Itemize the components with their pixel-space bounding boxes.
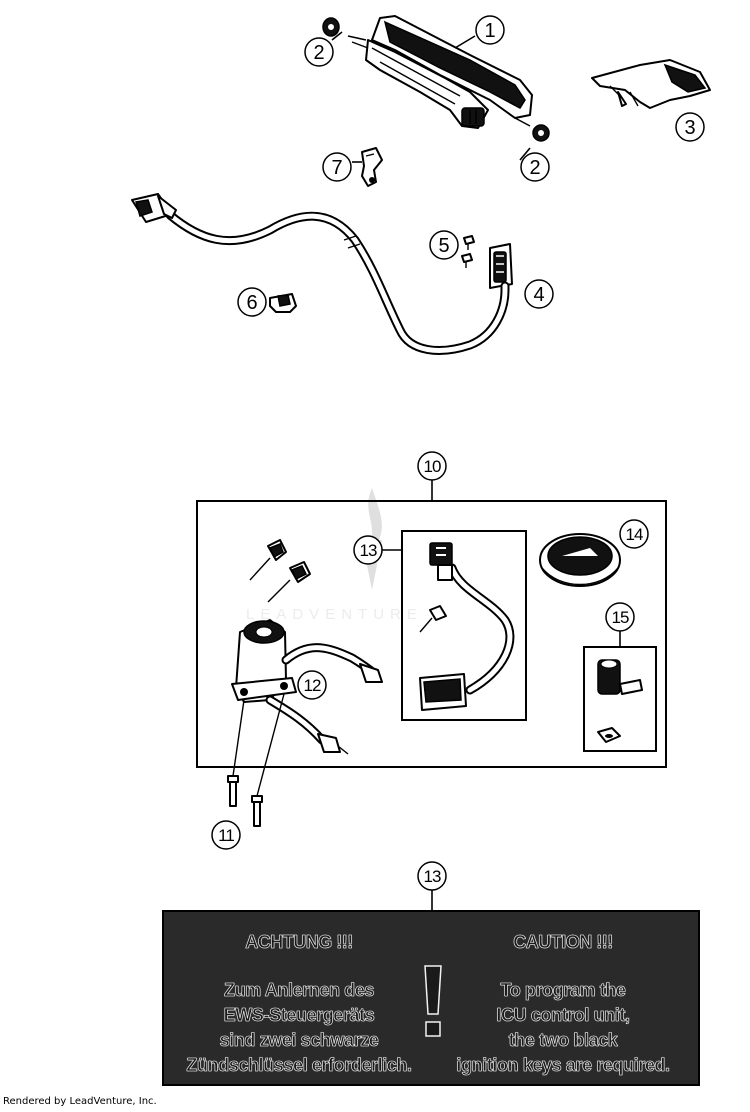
callout-13-label: 13 <box>417 861 447 910</box>
svg-text:15: 15 <box>612 608 629 627</box>
warning-line-de-4: Zündschlüssel erforderlich. <box>186 1055 412 1076</box>
lock-cylinder: 15 <box>583 602 657 752</box>
transponder-cable: 13 <box>353 530 527 721</box>
instrument-cluster <box>351 15 533 129</box>
svg-text:13: 13 <box>360 541 377 560</box>
warning-german: ACHTUNG !!! Zum Anlernen des EWS-Steuerg… <box>174 930 424 1078</box>
svg-text:1: 1 <box>484 20 495 42</box>
callout-2-left: 2 <box>304 37 334 67</box>
ignition-keys <box>249 539 311 603</box>
warning-label: ACHTUNG !!! Zum Anlernen des EWS-Steuerg… <box>162 910 700 1086</box>
svg-text:11: 11 <box>218 826 234 845</box>
warning-line-en-3: the two black <box>508 1030 618 1051</box>
callout-5: 5 <box>429 230 459 260</box>
nut-right <box>532 124 550 142</box>
bolts: 11 <box>211 693 285 850</box>
warning-line-en-4: ignition keys are required. <box>456 1055 670 1076</box>
callout-15: 15 <box>605 602 635 632</box>
warning-line-en-2: ICU control unit, <box>496 1005 630 1026</box>
watermark: LEADVENTURE <box>246 606 423 623</box>
nut-left <box>322 17 340 37</box>
callout-1: 1 <box>475 15 505 45</box>
svg-text:10: 10 <box>424 457 441 476</box>
warning-line-de-2: EWS-Steuergeräts <box>223 1005 375 1026</box>
warning-line-en-1: To program the <box>500 980 626 1001</box>
callout-2-right: 2 <box>520 152 550 182</box>
exclamation-icon <box>424 965 442 1037</box>
svg-text:13: 13 <box>424 867 441 886</box>
callout-11: 11 <box>211 820 241 850</box>
callouts-top: 1 2 2 3 4 5 6 7 <box>237 15 705 317</box>
cluster-cover <box>591 59 711 109</box>
clamp <box>269 293 297 313</box>
clip <box>361 147 383 187</box>
callout-6: 6 <box>237 287 267 317</box>
warning-line-de-3: sind zwei schwarze <box>219 1030 379 1051</box>
callout-12: 12 <box>297 670 327 700</box>
ignition-lock <box>231 619 383 755</box>
holder-bracket <box>489 243 513 289</box>
svg-text:4: 4 <box>533 284 544 306</box>
footer-credit: Rendered by LeadVenture, Inc. <box>3 1096 157 1107</box>
warning-line-de-1: Zum Anlernen des <box>224 980 375 1001</box>
kit-10: 10 <box>196 451 667 768</box>
warning-title-en: CAUTION !!! <box>513 932 614 953</box>
svg-text:7: 7 <box>331 157 342 179</box>
callout-4: 4 <box>524 279 554 309</box>
callout-7: 7 <box>322 152 352 182</box>
fuel-cap: 14 <box>539 519 649 587</box>
screws <box>461 235 475 268</box>
sensor-cable <box>131 193 510 355</box>
svg-text:3: 3 <box>684 117 695 139</box>
svg-text:5: 5 <box>438 235 449 257</box>
svg-text:12: 12 <box>304 676 321 695</box>
leaders-top <box>331 31 531 163</box>
callout-3: 3 <box>675 112 705 142</box>
callout-10: 10 <box>417 451 447 481</box>
svg-text:14: 14 <box>626 525 643 544</box>
callout-13-kit: 13 <box>353 535 383 565</box>
svg-text:2: 2 <box>529 157 540 179</box>
warning-title-de: ACHTUNG !!! <box>245 932 354 953</box>
callout-14: 14 <box>619 519 649 549</box>
svg-text:2: 2 <box>313 42 324 64</box>
warning-english: CAUTION !!! To program the ICU control u… <box>438 930 688 1078</box>
svg-text:6: 6 <box>246 292 257 314</box>
